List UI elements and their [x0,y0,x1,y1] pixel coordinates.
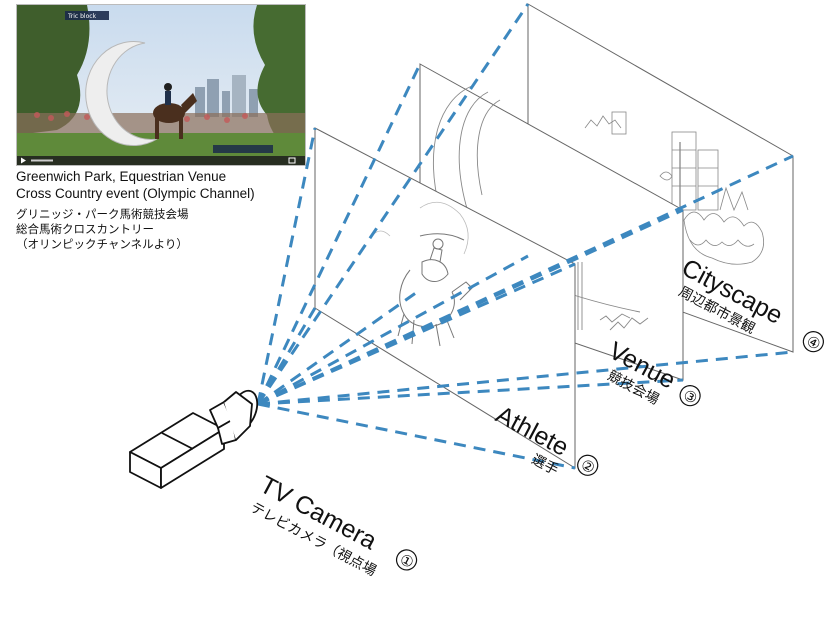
progress-track[interactable] [31,159,53,162]
cityscape-sketch [584,111,765,265]
crescent-sculpture [85,41,158,146]
city-skyline [195,75,258,117]
label-group-camera: TV Camera テレビカメラ（視点場 ① [248,471,418,580]
video-thumbnail: Tric block [16,4,306,166]
tv-camera-icon [129,389,259,489]
play-icon[interactable] [21,157,26,164]
fullscreen-icon[interactable] [288,157,296,164]
horse-rider [153,83,197,139]
sight-lines [256,3,794,470]
caption-japanese-line3: （オリンピックチャンネルより） [16,237,188,251]
caption-english-line2: Cross Country event (Olympic Channel) [16,186,255,201]
player-control-bar[interactable] [17,156,305,165]
left-trees [17,5,90,135]
caption-japanese-line2: 総合馬術クロスカントリー [16,222,154,236]
score-bar [213,145,273,153]
caption-english-line1: Greenwich Park, Equestrian Venue [16,169,227,184]
caption-japanese-line1: グリニッジ・パーク馬術競技会場 [16,207,189,221]
thumbnail-overlay-tag: Tric block [67,13,97,20]
